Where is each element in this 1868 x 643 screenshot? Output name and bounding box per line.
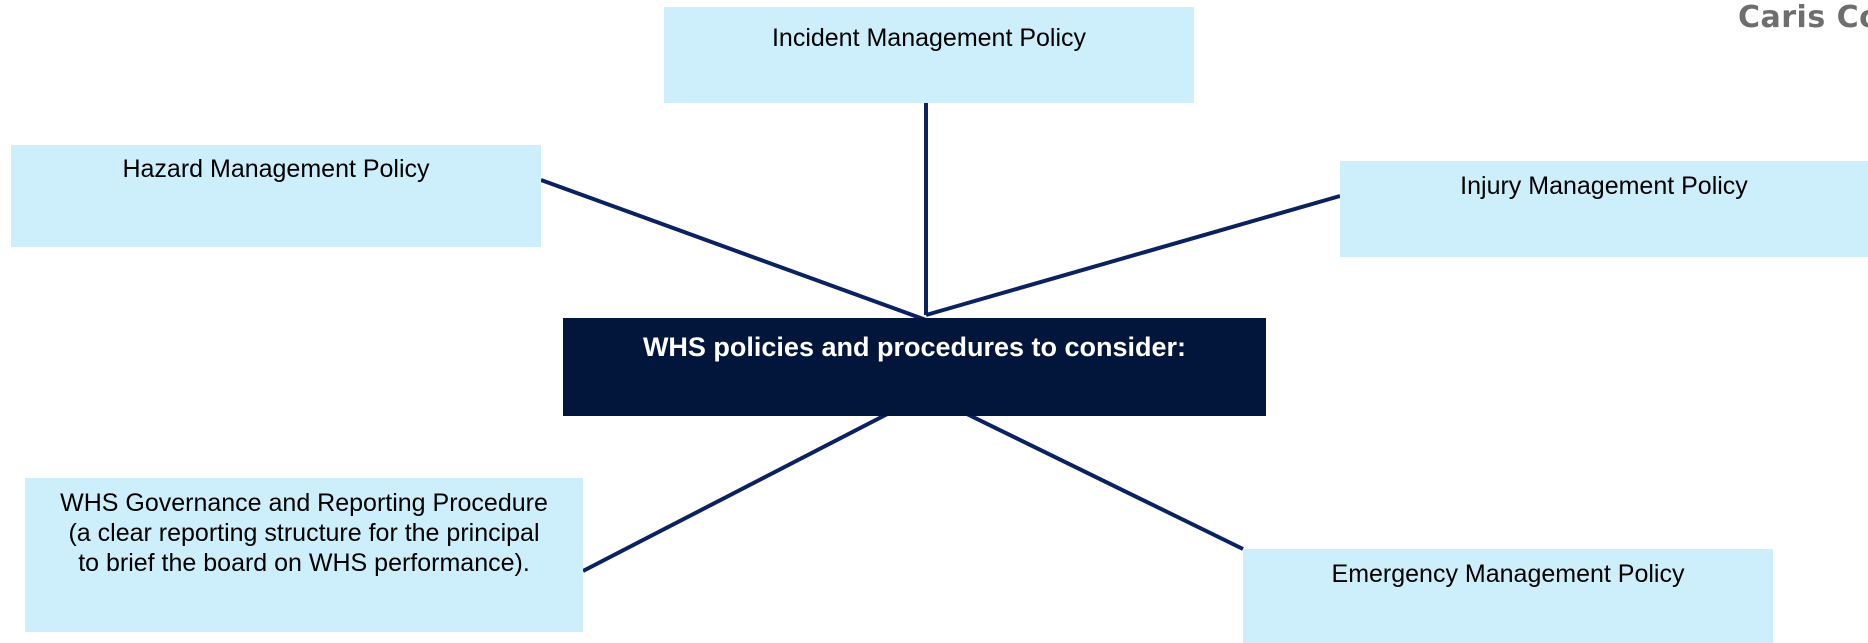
- governance-procedure-label: WHS Governance and Reporting Procedure (…: [60, 489, 548, 577]
- central-topic-label: WHS policies and procedures to consider:: [642, 332, 1187, 362]
- injury-policy-box: Injury Management Policy: [1340, 161, 1868, 257]
- hazard-policy-label: Hazard Management Policy: [122, 155, 430, 183]
- emergency-policy-box: Emergency Management Policy: [1243, 549, 1773, 643]
- connector-governance: [582, 392, 927, 573]
- incident-policy-box: Incident Management Policy: [664, 7, 1194, 103]
- connector-hazard: [540, 178, 927, 322]
- logo-text: Caris Co: [1738, 0, 1868, 35]
- connector-injury: [925, 194, 1341, 317]
- injury-policy-label: Injury Management Policy: [1460, 172, 1748, 200]
- governance-procedure-box: WHS Governance and Reporting Procedure (…: [25, 478, 583, 632]
- emergency-policy-label: Emergency Management Policy: [1331, 560, 1685, 588]
- connector-emergency: [925, 392, 1244, 551]
- incident-policy-label: Incident Management Policy: [771, 24, 1087, 52]
- hazard-policy-box: Hazard Management Policy: [11, 145, 541, 247]
- whs-central-topic: WHS policies and procedures to consider:: [563, 318, 1266, 416]
